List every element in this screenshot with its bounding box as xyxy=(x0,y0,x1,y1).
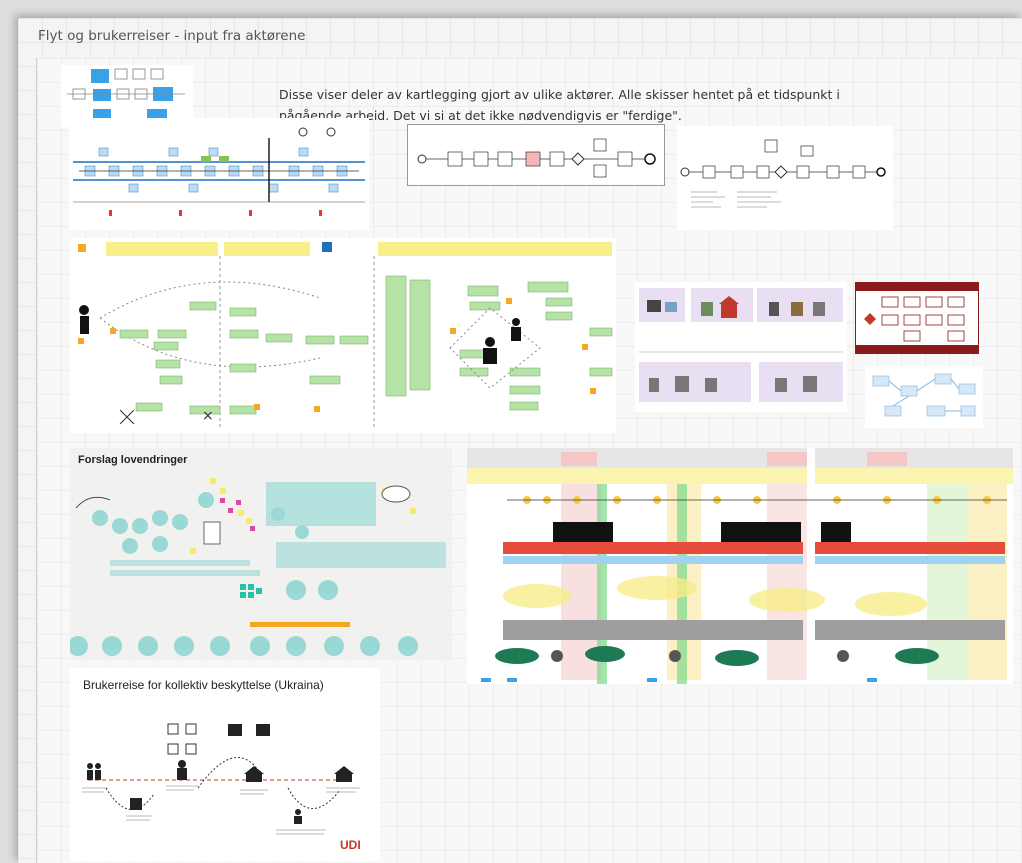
brukerreise-ukraina-graphic xyxy=(82,723,360,835)
sketch-illustrated-journey-graphic xyxy=(639,288,843,402)
brukerreise-ukraina-title: Brukerreise for kollektiv beskyttelse (U… xyxy=(83,678,324,692)
forslag-lovendringer-graphic xyxy=(70,478,446,656)
sketch-green-process-map[interactable]: × xyxy=(70,238,616,433)
sketch-forslag-lovendringer[interactable]: Forslag lovendringer xyxy=(70,448,452,660)
sketch-swimlane-process[interactable] xyxy=(69,118,369,230)
whiteboard-canvas[interactable]: Flyt og brukerreiser - input fra aktøren… xyxy=(18,18,1022,863)
sketch-red-process-graphic xyxy=(856,283,978,353)
sketch-bpmn-flow[interactable] xyxy=(407,124,665,186)
frame-flyt-og-brukerreiser[interactable]: Disse viser deler av kartlegging gjort a… xyxy=(36,58,1022,863)
sketch-service-blueprint[interactable] xyxy=(467,448,1013,684)
frame-title[interactable]: Flyt og brukerreiser - input fra aktøren… xyxy=(38,28,306,44)
sketch-service-blueprint-graphic xyxy=(467,448,1013,684)
sketch-bpmn-graphic xyxy=(417,138,656,178)
sketch-swimlane-graphic xyxy=(73,127,365,216)
forslag-lovendringer-title: Forslag lovendringer xyxy=(78,454,188,466)
sketch-blue-diagram[interactable] xyxy=(865,366,983,428)
description-text[interactable]: Disse viser deler av kartlegging gjort a… xyxy=(279,87,840,123)
sketch-green-process-graphic: × xyxy=(78,242,613,428)
sketch-illustrated-journey[interactable] xyxy=(635,282,847,412)
sketch-blue-diagram-graphic xyxy=(872,373,976,417)
udi-logo: UDI xyxy=(340,838,361,852)
svg-text:×: × xyxy=(202,408,214,424)
sketch-bpmn-with-notes[interactable] xyxy=(677,126,893,230)
sketch-bpmn-notes-graphic xyxy=(680,139,886,208)
sketch-brukerreise-ukraina[interactable]: Brukerreise for kollektiv beskyttelse (U… xyxy=(70,668,380,861)
sketch-red-process-table[interactable] xyxy=(855,282,979,354)
